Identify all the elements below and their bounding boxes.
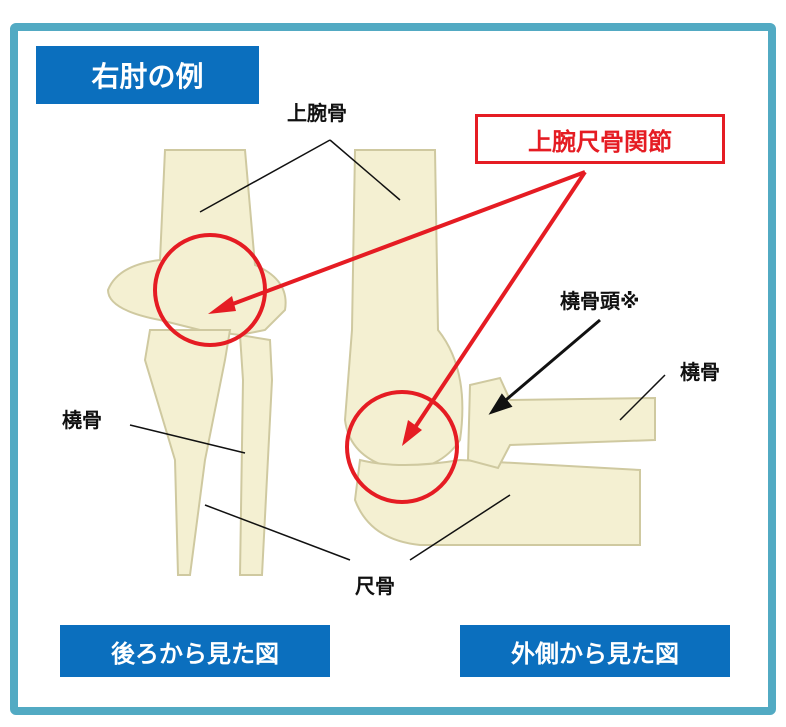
radius-back <box>238 333 274 576</box>
diagram-frame <box>10 23 776 715</box>
joint-label-box: 上腕尺骨関節 <box>475 114 725 164</box>
radius-side <box>466 376 656 470</box>
label-humerus: 上腕骨 <box>287 101 347 125</box>
label-radius-left: 橈骨 <box>62 408 102 432</box>
joint-label: 上腕尺骨関節 <box>528 127 672 156</box>
label-radius-right: 橈骨 <box>680 360 720 384</box>
caption-back-text: 後ろから見た図 <box>111 639 279 668</box>
caption-back-view: 後ろから見た図 <box>60 625 330 677</box>
label-ulna: 尺骨 <box>355 574 395 598</box>
humerus-side <box>343 149 464 472</box>
label-radial-head: 橈骨頭※ <box>560 289 640 313</box>
humerus-back <box>106 149 287 337</box>
title-text: 右肘の例 <box>91 60 204 93</box>
caption-side-view: 外側から見た図 <box>460 625 730 677</box>
title-box: 右肘の例 <box>36 46 259 104</box>
ulna-back <box>143 329 232 576</box>
caption-side-text: 外側から見た図 <box>511 639 679 668</box>
